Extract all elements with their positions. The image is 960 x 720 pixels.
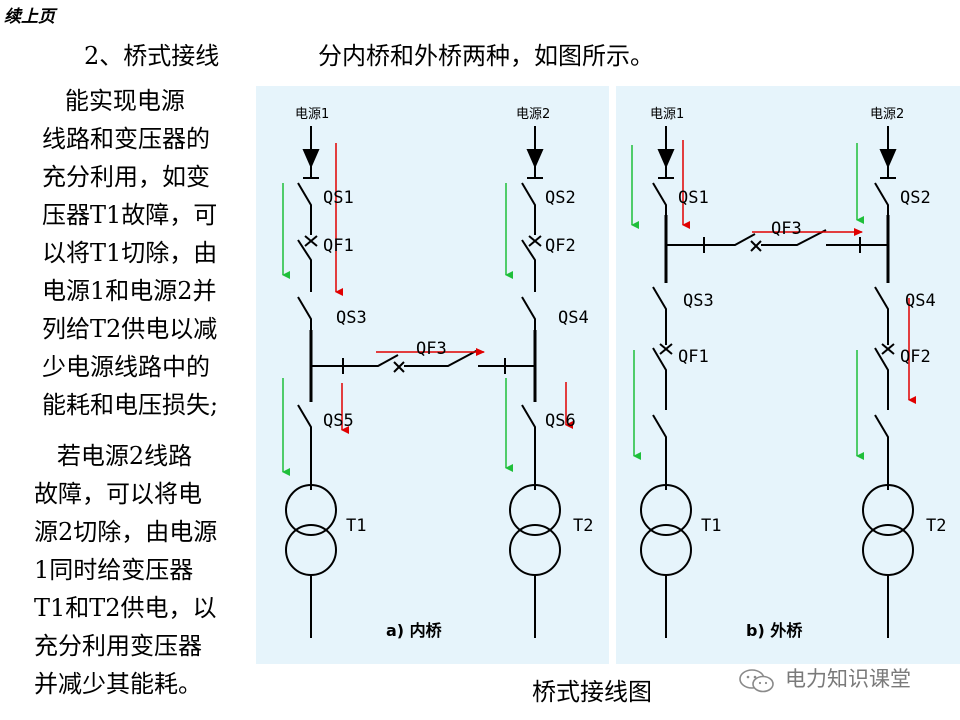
a-qs6-switch: [521, 404, 536, 490]
a-t1-label: T1: [346, 516, 366, 536]
a-qf1-label: QF1: [323, 236, 354, 256]
b-qf1-label: QF1: [678, 347, 709, 367]
a-qs5-switch: [297, 404, 312, 490]
b-source1-label: 电源1: [650, 107, 684, 122]
outer-bridge-caption: b) 外桥: [746, 621, 803, 640]
wechat-icon: [739, 669, 774, 693]
b-t2-upper-coil: [862, 484, 914, 536]
b-left-terminal: [658, 166, 674, 179]
a-qf2-breaker: [521, 235, 542, 292]
b-qf1-breaker: [652, 343, 673, 410]
section-subheading: 分内桥和外桥两种，如图所示。: [318, 42, 654, 70]
b-qf3-label: QF3: [771, 219, 802, 239]
a-qs5-label: QS5: [323, 411, 354, 431]
b-qs3-label: QS3: [683, 291, 714, 311]
a-qf1-breaker: [297, 235, 318, 292]
b-t1-upper-coil: [640, 484, 692, 536]
a-left-source-arrowhead: [302, 149, 320, 169]
b-t2-lower-coil: [862, 524, 914, 576]
a-qs4-label: QS4: [558, 308, 589, 328]
a-qs4-switch: [521, 296, 536, 330]
b-right-terminal: [880, 166, 896, 179]
description-paragraph-1: 能实现电源 线路和变压器的 充分利用，如变 压器T1故障，可 以将T1切除，由 …: [42, 87, 219, 419]
inner-bridge-diagram: [285, 126, 561, 638]
b-t1-label: T1: [701, 516, 721, 536]
b-t2-label: T2: [926, 516, 946, 536]
a-left-terminal: [303, 166, 319, 179]
a-t2-lower-coil: [509, 524, 561, 576]
a-qs2-switch: [521, 182, 536, 235]
b-qf2-label: QF2: [900, 347, 931, 367]
a-qf2-label: QF2: [545, 236, 576, 256]
a-source1-label: 电源1: [295, 107, 329, 122]
a-qf3-breaker: [343, 349, 479, 373]
a-t2-upper-coil: [509, 484, 561, 536]
a-bridge-stub-right: [504, 358, 535, 374]
figure-title: 桥式接线图: [532, 678, 652, 706]
b-qs1-switch: [652, 182, 667, 215]
outer-bridge-diagram: [640, 126, 914, 638]
b-qf2-lower-switch: [874, 414, 889, 490]
a-bridge-stub-left: [311, 358, 344, 374]
b-qs4-switch: [874, 286, 889, 345]
b-qf3-breaker: [704, 229, 827, 252]
a-t1-upper-coil: [285, 484, 337, 536]
b-qs4-label: QS4: [905, 291, 936, 311]
a-qs1-switch: [297, 182, 312, 235]
inner-bridge-caption: a) 内桥: [386, 621, 442, 640]
b-qs2-label: QS2: [900, 188, 931, 208]
a-qs6-label: QS6: [545, 411, 576, 431]
b-t1-lower-coil: [640, 524, 692, 576]
a-source2-label: 电源2: [516, 107, 550, 122]
a-t2-label: T2: [573, 516, 593, 536]
a-qs3-label: QS3: [336, 308, 367, 328]
description-paragraph-2: 若电源2线路 故障，可以将电 源2切除，由电源 1同时给变压器 T1和T2供电，…: [34, 442, 218, 698]
a-qs1-label: QS1: [323, 188, 354, 208]
inner-bridge-panel: [256, 86, 609, 664]
a-right-source-arrowhead: [526, 149, 544, 169]
b-qf2-breaker: [874, 343, 895, 410]
b-qs1-label: QS1: [678, 188, 709, 208]
b-bridge-stub-left: [666, 237, 705, 253]
watermark-text: 电力知识课堂: [785, 667, 911, 691]
outer-bridge-panel: [616, 86, 960, 664]
a-qs2-label: QS2: [545, 188, 576, 208]
b-left-source-arrowhead: [657, 149, 675, 169]
watermark: 电力知识课堂: [745, 663, 911, 693]
b-qf1-lower-switch: [652, 414, 667, 490]
b-right-source-arrowhead: [879, 149, 897, 169]
a-qf3-label: QF3: [416, 339, 447, 359]
continued-label: 续上页: [4, 7, 55, 27]
b-qs2-switch: [874, 182, 889, 215]
a-right-terminal: [527, 166, 543, 179]
section-heading: 2、桥式接线: [84, 42, 220, 70]
b-qs3-switch: [652, 286, 667, 345]
a-t1-lower-coil: [285, 524, 337, 576]
a-qs3-switch: [297, 296, 312, 330]
b-source2-label: 电源2: [870, 107, 904, 122]
b-bridge-stub-right: [859, 237, 888, 253]
